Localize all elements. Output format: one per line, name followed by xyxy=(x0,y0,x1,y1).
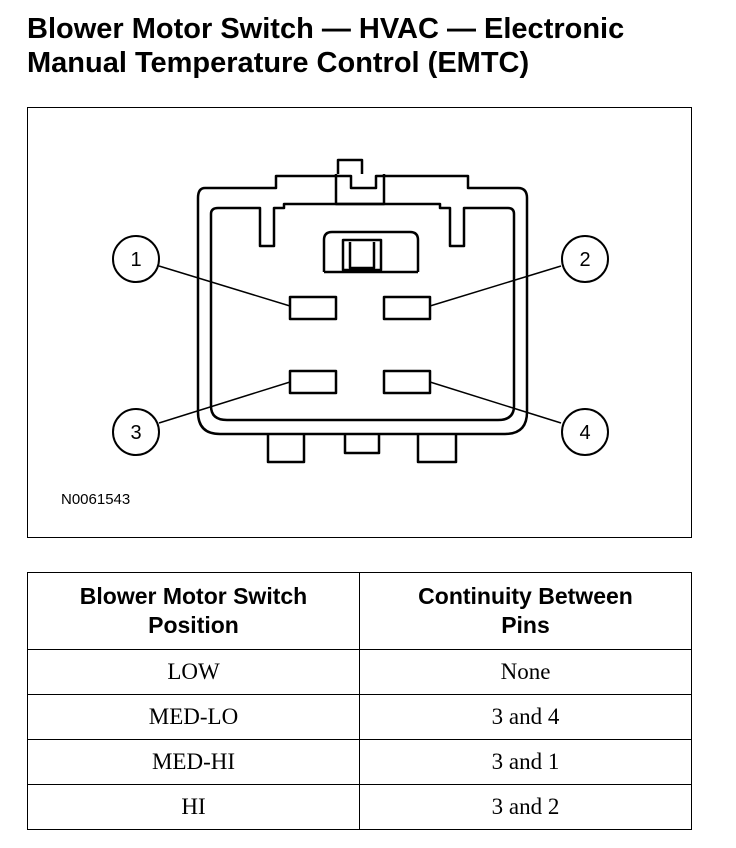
table-row: HI 3 and 2 xyxy=(27,784,692,830)
terminal-3 xyxy=(288,369,338,395)
leader-line-3 xyxy=(158,381,291,424)
header-switch-position-line-2: Position xyxy=(148,612,239,638)
cell-continuity: 3 and 2 xyxy=(359,784,692,830)
terminal-2 xyxy=(382,295,432,321)
pin-label-3: 3 xyxy=(130,422,141,444)
connector-diagram: 1 2 3 4 xyxy=(112,158,609,464)
cell-position: HI xyxy=(27,784,360,830)
pin-callout-2 xyxy=(561,235,609,283)
bottom-peg-left xyxy=(266,434,306,464)
connector-outer-housing xyxy=(196,174,529,436)
header-continuity-line-1: Continuity Between xyxy=(418,583,633,609)
leader-line-1 xyxy=(158,265,291,307)
title-line-2: Manual Temperature Control (EMTC) xyxy=(27,47,530,79)
pin-callout-1 xyxy=(112,235,160,283)
connector-figure: 1 2 3 4 N0061543 xyxy=(27,107,692,538)
bottom-peg-center xyxy=(343,434,381,455)
pin-callout-3 xyxy=(112,408,160,456)
table-row: LOW None xyxy=(27,649,692,695)
connector-inner-frame xyxy=(209,202,516,422)
table-row: MED-LO 3 and 4 xyxy=(27,694,692,740)
table-header-row: Blower Motor Switch Position Continuity … xyxy=(27,572,692,650)
pin-label-4: 4 xyxy=(579,422,590,444)
center-key xyxy=(322,230,420,272)
cell-continuity: 3 and 4 xyxy=(359,694,692,740)
continuity-table: Blower Motor Switch Position Continuity … xyxy=(27,572,692,830)
pin-label-1: 1 xyxy=(130,249,141,271)
terminal-1 xyxy=(288,295,338,321)
table-row: MED-HI 3 and 1 xyxy=(27,739,692,785)
terminal-4 xyxy=(382,369,432,395)
leader-line-2 xyxy=(429,265,562,307)
cell-position: MED-LO xyxy=(27,694,360,740)
cell-position: LOW xyxy=(27,649,360,695)
cell-continuity: None xyxy=(359,649,692,695)
leader-line-4 xyxy=(429,381,562,424)
header-continuity-line-2: Pins xyxy=(501,612,550,638)
header-switch-position-line-1: Blower Motor Switch xyxy=(79,583,308,609)
header-switch-position: Blower Motor Switch Position xyxy=(27,572,360,650)
bottom-peg-right xyxy=(416,434,458,464)
figure-id: N0061543 xyxy=(61,491,131,508)
page-title: Blower Motor Switch — HVAC — Electronic … xyxy=(27,12,727,80)
pin-callout-4 xyxy=(561,408,609,456)
cell-position: MED-HI xyxy=(27,739,360,785)
pin-label-2: 2 xyxy=(579,249,590,271)
title-line-1: Blower Motor Switch — HVAC — Electronic xyxy=(27,13,625,45)
latch-tab xyxy=(336,158,364,174)
header-continuity: Continuity Between Pins xyxy=(359,572,692,650)
cell-continuity: 3 and 1 xyxy=(359,739,692,785)
